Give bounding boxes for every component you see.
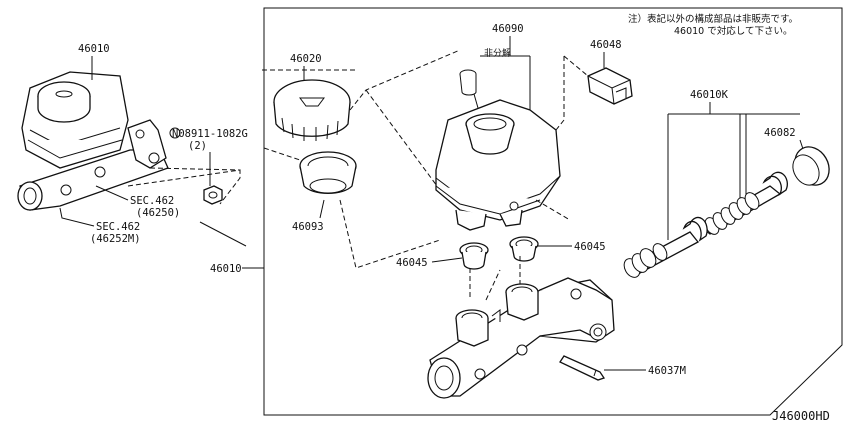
label-46037M: 46037M — [648, 365, 686, 377]
label-46090: 46090 — [492, 23, 524, 35]
label-sec462-a-code: (46250) — [136, 207, 180, 219]
label-46010K: 46010K — [690, 89, 729, 101]
seal-ring-46082 — [792, 146, 830, 186]
note-line-2: 46010 で対応して下さい。 — [674, 25, 792, 37]
filter-insert — [459, 69, 479, 109]
reservoir-cap-46020 — [273, 79, 351, 141]
reservoir-46090 — [435, 99, 561, 231]
nut — [203, 185, 223, 205]
label-46010-left: 46010 — [210, 263, 242, 275]
note-line-1: 注）表記以外の構成部品は非販売です。 — [628, 13, 798, 25]
label-bolt-qty: (2) — [188, 140, 207, 152]
label-46093: 46093 — [292, 221, 324, 233]
label-sec462-b-code: (46252M) — [90, 233, 141, 245]
grommet-46045-left — [459, 242, 489, 270]
label-46045-left: 46045 — [396, 257, 428, 269]
stopper-pin-46037M — [559, 355, 606, 381]
diagram-reference: J46000HD — [772, 409, 830, 423]
label-46010-top: 46010 — [78, 43, 110, 55]
label-bolt: N08911-1082G — [172, 128, 248, 140]
piston-assembly-secondary — [623, 216, 708, 278]
label-46082: 46082 — [764, 127, 796, 139]
label-46020: 46020 — [290, 53, 322, 65]
grommet-46045-right — [509, 236, 539, 262]
piston-assembly-primary — [698, 171, 788, 235]
label-46048: 46048 — [590, 39, 622, 51]
bolt-marker-icon — [169, 127, 181, 139]
reservoir-seal-46093 — [299, 151, 357, 194]
label-46045-right: 46045 — [574, 241, 606, 253]
label-hibunkai: 非分解 — [484, 47, 511, 59]
label-sec462-b: SEC.462 — [96, 221, 140, 233]
sensor-connector-46048 — [587, 67, 633, 105]
label-sec462-a: SEC.462 — [130, 195, 174, 207]
frame-outline — [263, 7, 843, 416]
master-cylinder-assembly-left — [17, 71, 169, 211]
master-cylinder-body — [427, 277, 615, 399]
